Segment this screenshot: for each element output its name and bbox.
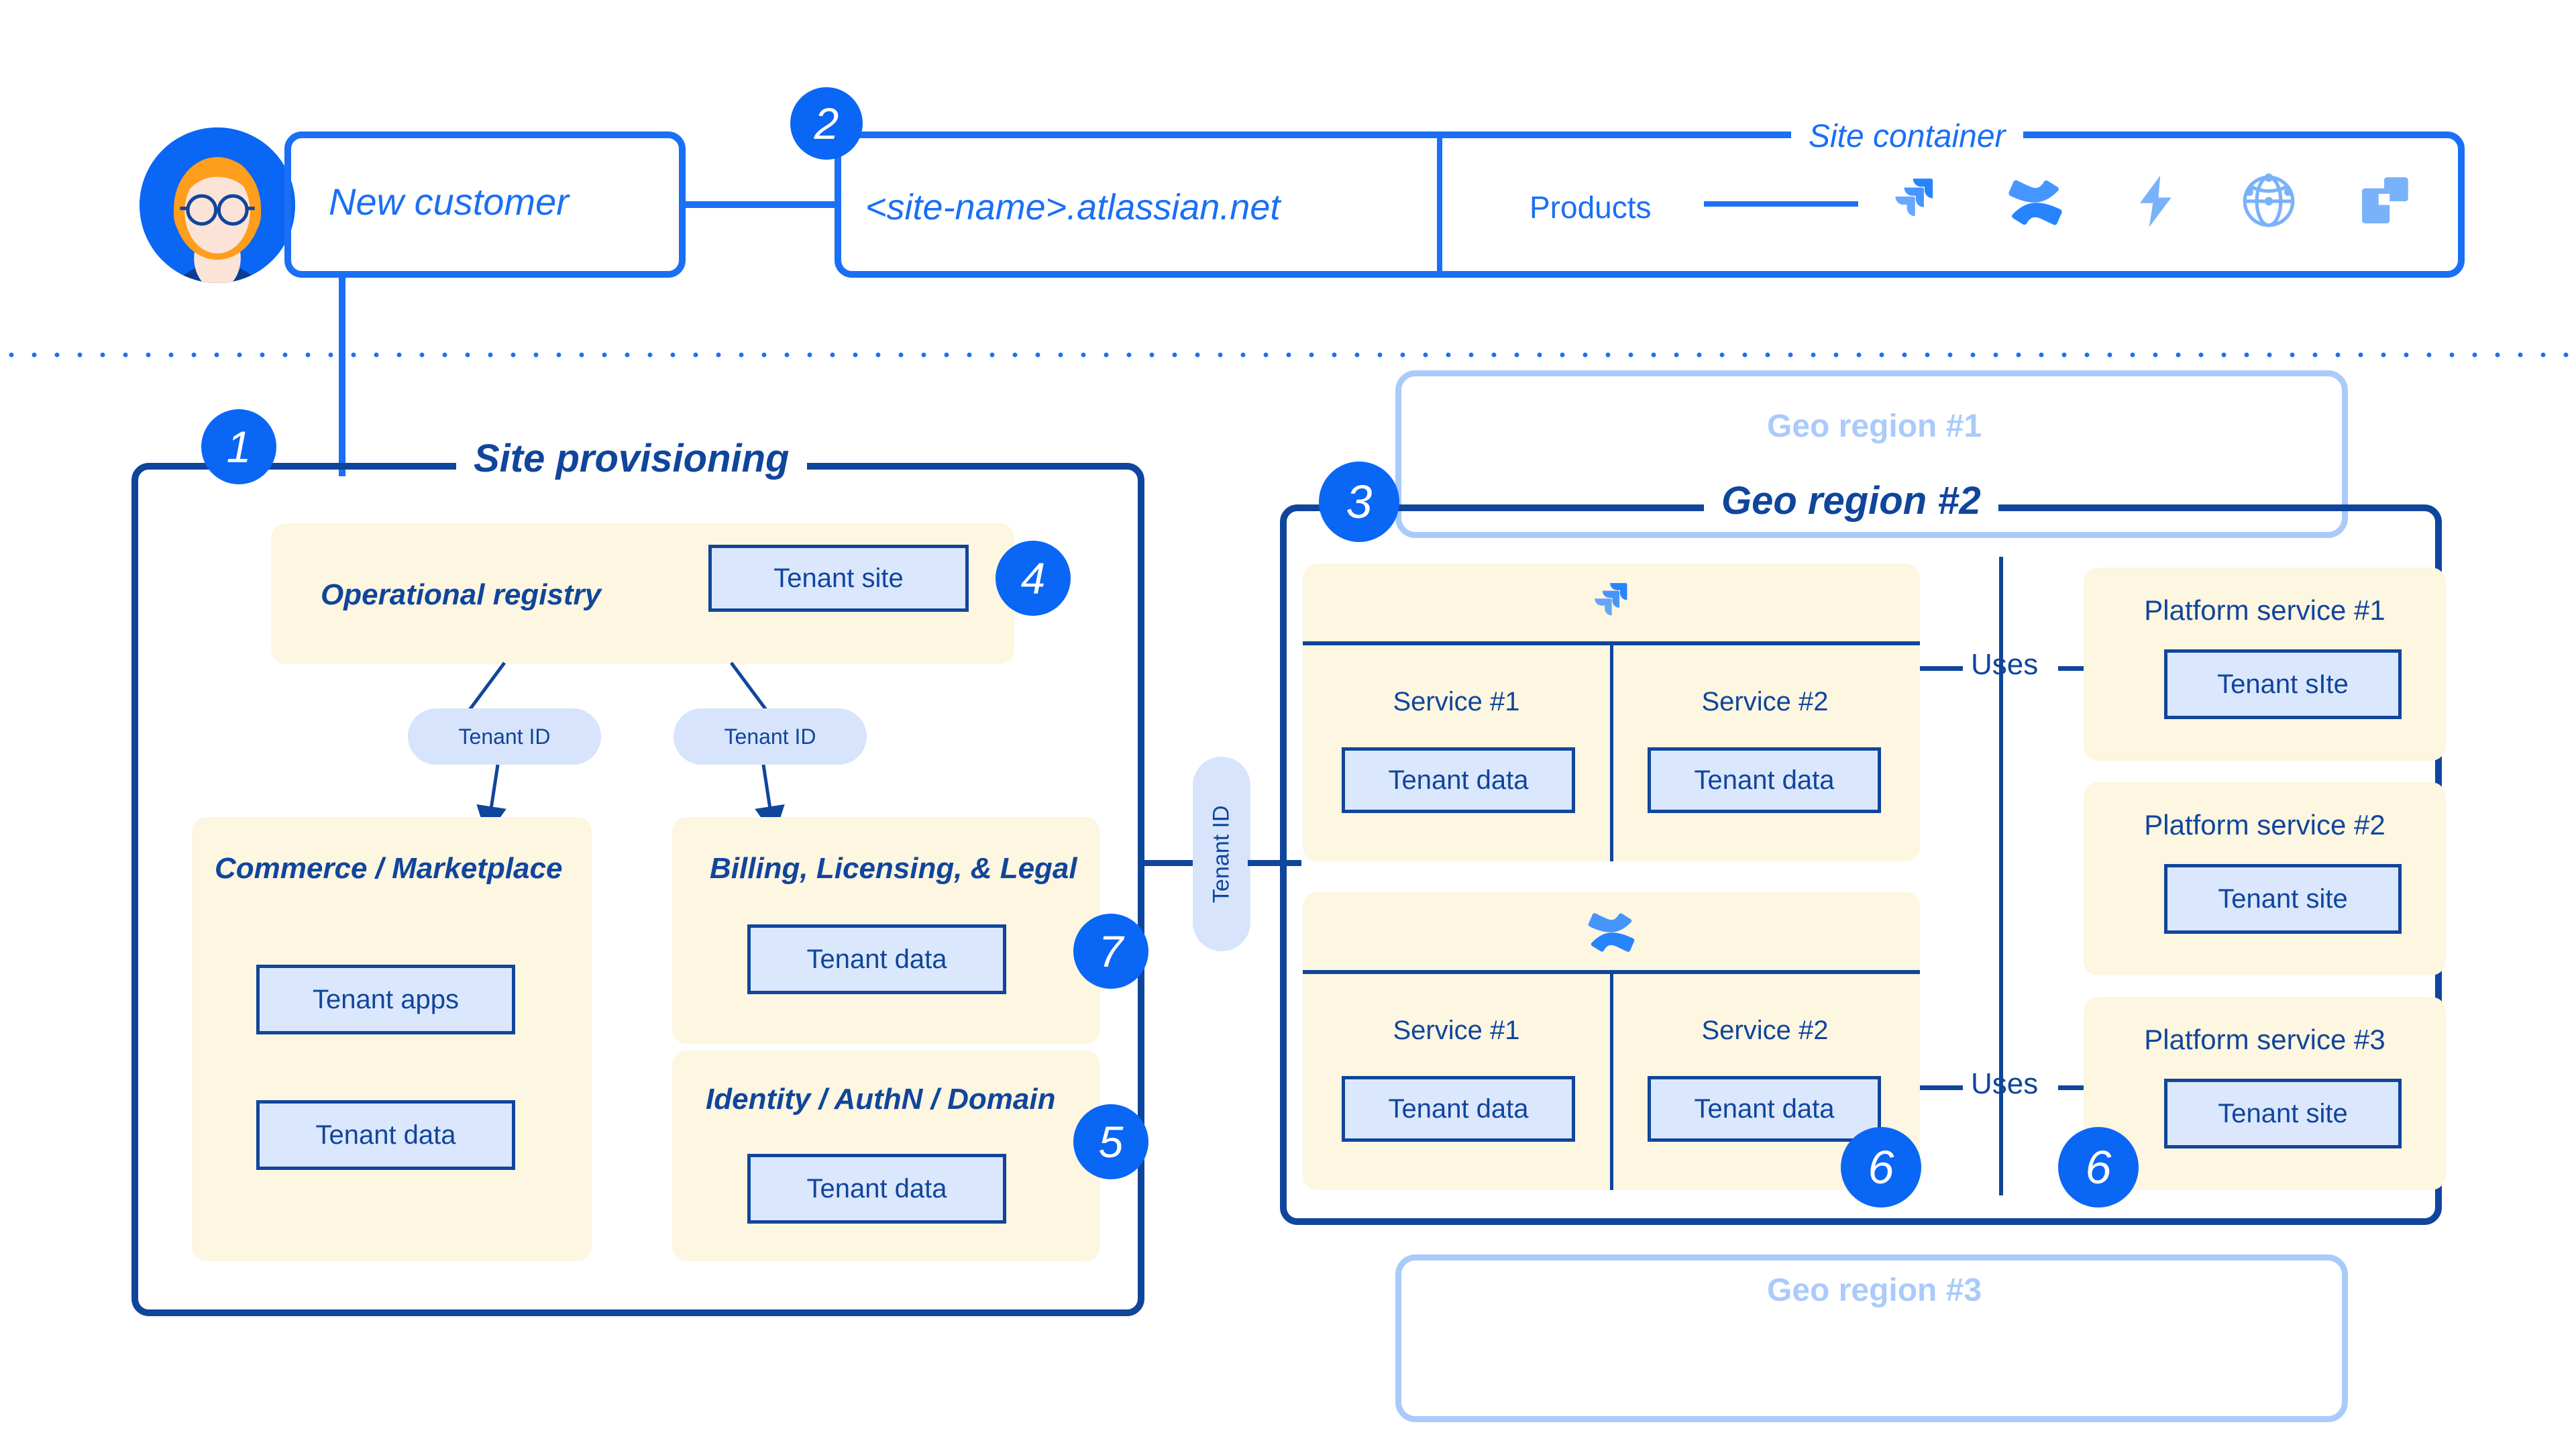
uses-top-label: Uses <box>1971 648 2039 681</box>
site-url-label: <site-name>.atlassian.net <box>865 187 1281 227</box>
step-badge-7: 7 <box>1073 914 1148 989</box>
products-connector-line <box>1704 201 1858 207</box>
step-badge-4: 4 <box>996 541 1071 616</box>
commerce-marketplace-title: Commerce / Marketplace <box>215 852 563 885</box>
tenant-id-pill-left: Tenant ID <box>408 708 601 765</box>
region-separator-dotted-line <box>0 352 2576 358</box>
geo-region-3-label: Geo region #3 <box>1767 1273 1982 1308</box>
jira-service-2-label: Service #2 <box>1701 687 1829 716</box>
jira-service-1-tenant-data: Tenant data <box>1342 747 1575 813</box>
registry-tenant-site-box: Tenant site <box>708 545 969 612</box>
platform-service-2-title: Platform service #2 <box>2144 809 2385 841</box>
jira-icon <box>1885 173 1944 235</box>
identity-authn-domain-title: Identity / AuthN / Domain <box>706 1083 1056 1116</box>
connector-provisioning-to-pill <box>1140 860 1201 866</box>
geo-region-1-label: Geo region #1 <box>1767 409 1982 444</box>
product-group-confluence-divider-v <box>1610 970 1613 1190</box>
geo-region-2-title: Geo region #2 <box>1704 482 1998 521</box>
billing-tenant-data-box: Tenant data <box>747 924 1006 994</box>
step-badge-2: 2 <box>790 87 863 160</box>
trello-icon <box>2355 172 2414 234</box>
jira-service-2-tenant-data: Tenant data <box>1648 747 1881 813</box>
product-group-jira-divider-v <box>1610 641 1613 861</box>
site-container-box <box>835 131 2465 278</box>
compass-icon <box>2239 172 2298 234</box>
connector-customer-to-provisioning <box>339 275 345 476</box>
site-url-divider <box>1437 131 1442 278</box>
billing-licensing-legal-title: Billing, Licensing, & Legal <box>710 852 1077 885</box>
confluence-service-1-tenant-data: Tenant data <box>1342 1076 1575 1142</box>
confluence-service-2-label: Service #2 <box>1701 1016 1829 1045</box>
platform-service-1-tenant-site: Tenant sIte <box>2164 649 2402 719</box>
geo-region-1-box <box>1395 370 2348 538</box>
uses-bottom-stub <box>1920 1085 1963 1090</box>
step-badge-1: 1 <box>201 409 276 484</box>
products-label: Products <box>1529 190 1652 225</box>
jira-service-1-label: Service #1 <box>1393 687 1520 716</box>
tenant-id-connector-pill: Tenant ID <box>1193 757 1250 951</box>
site-provisioning-title: Site provisioning <box>456 439 807 478</box>
uses-bottom-label: Uses <box>1971 1067 2039 1100</box>
step-badge-6-right: 6 <box>2058 1127 2139 1208</box>
commerce-marketplace-panel <box>192 817 592 1261</box>
product-group-jira-icon <box>1303 577 1920 631</box>
confluence-icon <box>2006 173 2065 235</box>
uses-top-stub <box>1920 666 1963 671</box>
commerce-tenant-apps-box: Tenant apps <box>256 965 515 1034</box>
step-badge-3: 3 <box>1319 462 1399 542</box>
tenant-id-pill-right: Tenant ID <box>674 708 867 765</box>
step-badge-5: 5 <box>1073 1104 1148 1179</box>
tenantid-to-panel-arrows <box>476 764 785 837</box>
connector-customer-to-site <box>679 201 840 208</box>
platform-service-3-tenant-site: Tenant site <box>2164 1079 2402 1148</box>
commerce-tenant-data-box: Tenant data <box>256 1100 515 1170</box>
customer-avatar <box>140 127 295 283</box>
operational-registry-title: Operational registry <box>321 578 602 611</box>
new-customer-label: New customer <box>329 180 569 223</box>
site-container-title: Site container <box>1791 121 2023 153</box>
geo-region-3-box <box>1395 1254 2348 1422</box>
product-group-confluence-icon <box>1303 906 1920 959</box>
step-badge-6-left: 6 <box>1841 1127 1921 1208</box>
jira-service-management-icon <box>2125 172 2184 234</box>
identity-tenant-data-box: Tenant data <box>747 1154 1006 1224</box>
registry-to-tenantid-connectors <box>468 661 768 711</box>
platform-service-1-title: Platform service #1 <box>2144 594 2385 626</box>
confluence-service-1-label: Service #1 <box>1393 1016 1520 1045</box>
platform-service-2-tenant-site: Tenant site <box>2164 864 2402 934</box>
connector-pill-to-region <box>1248 860 1301 866</box>
confluence-service-2-tenant-data: Tenant data <box>1648 1076 1881 1142</box>
region2-vertical-spine <box>1999 557 2003 1195</box>
platform-service-3-title: Platform service #3 <box>2144 1024 2385 1055</box>
